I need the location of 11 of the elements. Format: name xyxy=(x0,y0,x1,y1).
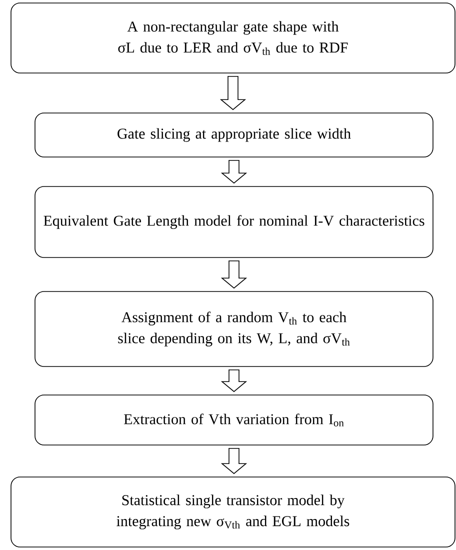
process-box: A non-rectangular gate shape with σL due to LER and σV$_{th}$ due to RDF xyxy=(10,2,456,74)
process-box: Extraction of Vth variation from I$_{on}$ xyxy=(34,394,434,446)
process-box: Equivalent Gate Length model for nominal I-V characteristics xyxy=(34,186,434,258)
arrow xyxy=(220,448,248,474)
arrow xyxy=(220,260,248,289)
arrow xyxy=(220,160,248,184)
process-box: Statistical single transistor model by integrating new σ$_{Vth}$ and EGL models xyxy=(10,476,456,548)
arrow xyxy=(220,370,248,392)
arrow xyxy=(220,76,246,110)
process-box: Assignment of a random V$_{th}$ to each slice depending on its W, L, and σV$_{th}$ xyxy=(34,291,434,367)
process-box: Gate slicing at appropriate slice width xyxy=(34,112,434,158)
